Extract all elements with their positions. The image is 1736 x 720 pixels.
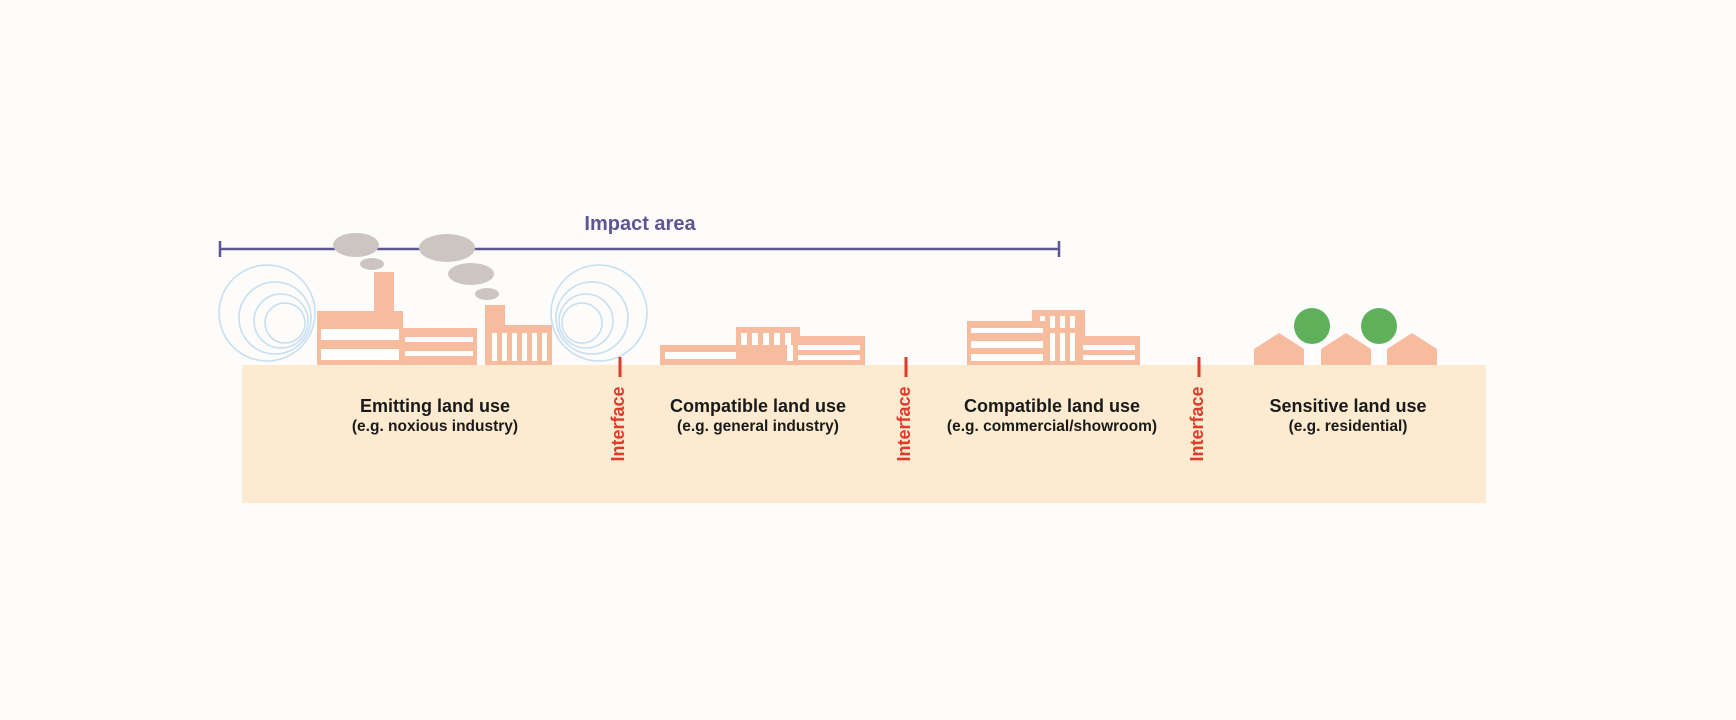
interface-label-3: Interface (1187, 386, 1207, 462)
noise-rings-icon (218, 264, 316, 362)
ground-strip (242, 365, 1486, 503)
zone-title-sensitive: Sensitive land use (1269, 396, 1427, 416)
zone-example-sensitive: (e.g. residential) (1288, 418, 1408, 435)
noise-rings-icon (550, 264, 648, 362)
interface-label-1: Interface (608, 386, 628, 462)
interface-label-2: Interface (894, 386, 914, 462)
commercial-building-icon (967, 310, 1140, 365)
zone-example-general-industry: (e.g. general industry) (677, 418, 839, 435)
zone-title-commercial: Compatible land use (963, 396, 1141, 416)
interface-ticks (618, 357, 1201, 377)
zone-title-emitting: Emitting land use (359, 396, 510, 416)
tree-icon (1294, 308, 1330, 365)
zone-example-commercial: (e.g. commercial/showroom) (946, 418, 1158, 435)
general-industry-building-icon (660, 327, 865, 365)
impact-area-label: Impact area (584, 213, 696, 235)
factory-icon (317, 272, 552, 365)
tree-icon (1361, 308, 1397, 365)
zone-example-emitting: (e.g. noxious industry) (351, 418, 519, 435)
zone-title-general-industry: Compatible land use (669, 396, 847, 416)
smoke-icon (333, 233, 499, 300)
houses-icon (1254, 333, 1437, 365)
